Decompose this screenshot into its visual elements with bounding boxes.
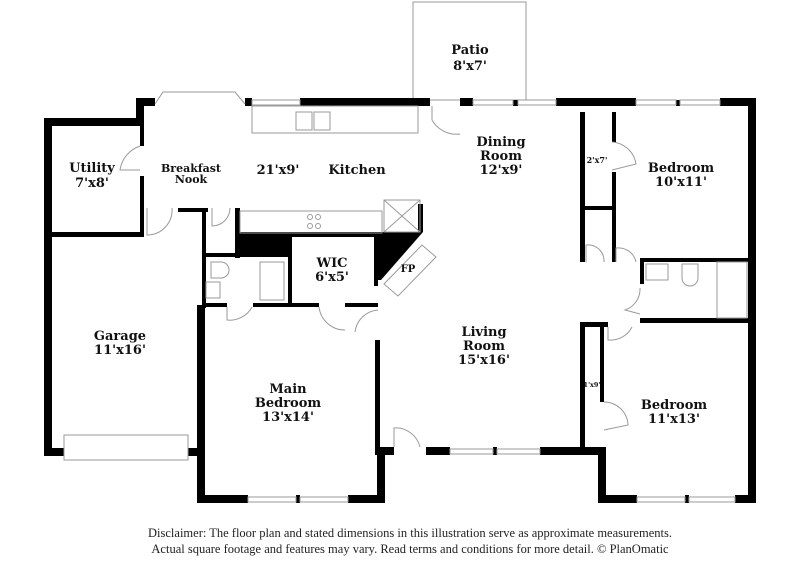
utility-label: Utility [69, 161, 115, 176]
patio-size: 8'x7' [453, 59, 487, 74]
breakfast-nook-label-2: Nook [175, 173, 208, 186]
main-bedroom-label-2: Bedroom [255, 396, 322, 411]
closet-bottom-size: 1'x9' [584, 381, 601, 389]
wic-size: 6'x5' [315, 270, 349, 285]
main-bedroom-size: 13'x14' [262, 410, 314, 425]
patio-label: Patio [451, 43, 489, 58]
bedroom-top-size: 10'x11' [655, 175, 707, 190]
kitchen-size: 21'x9' [257, 163, 300, 178]
doors [119, 106, 641, 448]
garage-door [63, 434, 189, 461]
main-bedroom-label-1: Main [269, 382, 307, 397]
fireplace-label: FP [401, 264, 416, 275]
utility-size: 7'x8' [75, 176, 109, 191]
walls [44, 98, 756, 503]
dining-size: 12'x9' [480, 163, 523, 178]
room-labels: Patio 8'x7' Utility 7'x8' Breakfast Nook… [69, 43, 714, 427]
dining-label-1: Dining [476, 135, 525, 150]
fixtures [205, 105, 748, 319]
disclaimer-line-1: Disclaimer: The floor plan and stated di… [148, 526, 672, 540]
bedroom-top-label: Bedroom [648, 161, 715, 176]
kitchen-label: Kitchen [328, 163, 386, 178]
breakfast-nook-label-1: Breakfast [161, 162, 222, 175]
wic-label: WIC [315, 256, 347, 271]
living-size: 15'x16' [458, 353, 510, 368]
garage-label: Garage [94, 329, 146, 344]
windows [63, 91, 736, 503]
bedroom-bottom-label: Bedroom [641, 398, 708, 413]
dining-label-2: Room [480, 149, 522, 164]
bedroom-bottom-size: 11'x13' [648, 412, 700, 427]
garage-size: 11'x16' [94, 343, 146, 358]
living-label-2: Room [463, 339, 505, 354]
disclaimer-line-2: Actual square footage and features may v… [151, 542, 669, 556]
living-label-1: Living [461, 325, 506, 340]
closet-top-size: 2'x7' [587, 155, 608, 165]
